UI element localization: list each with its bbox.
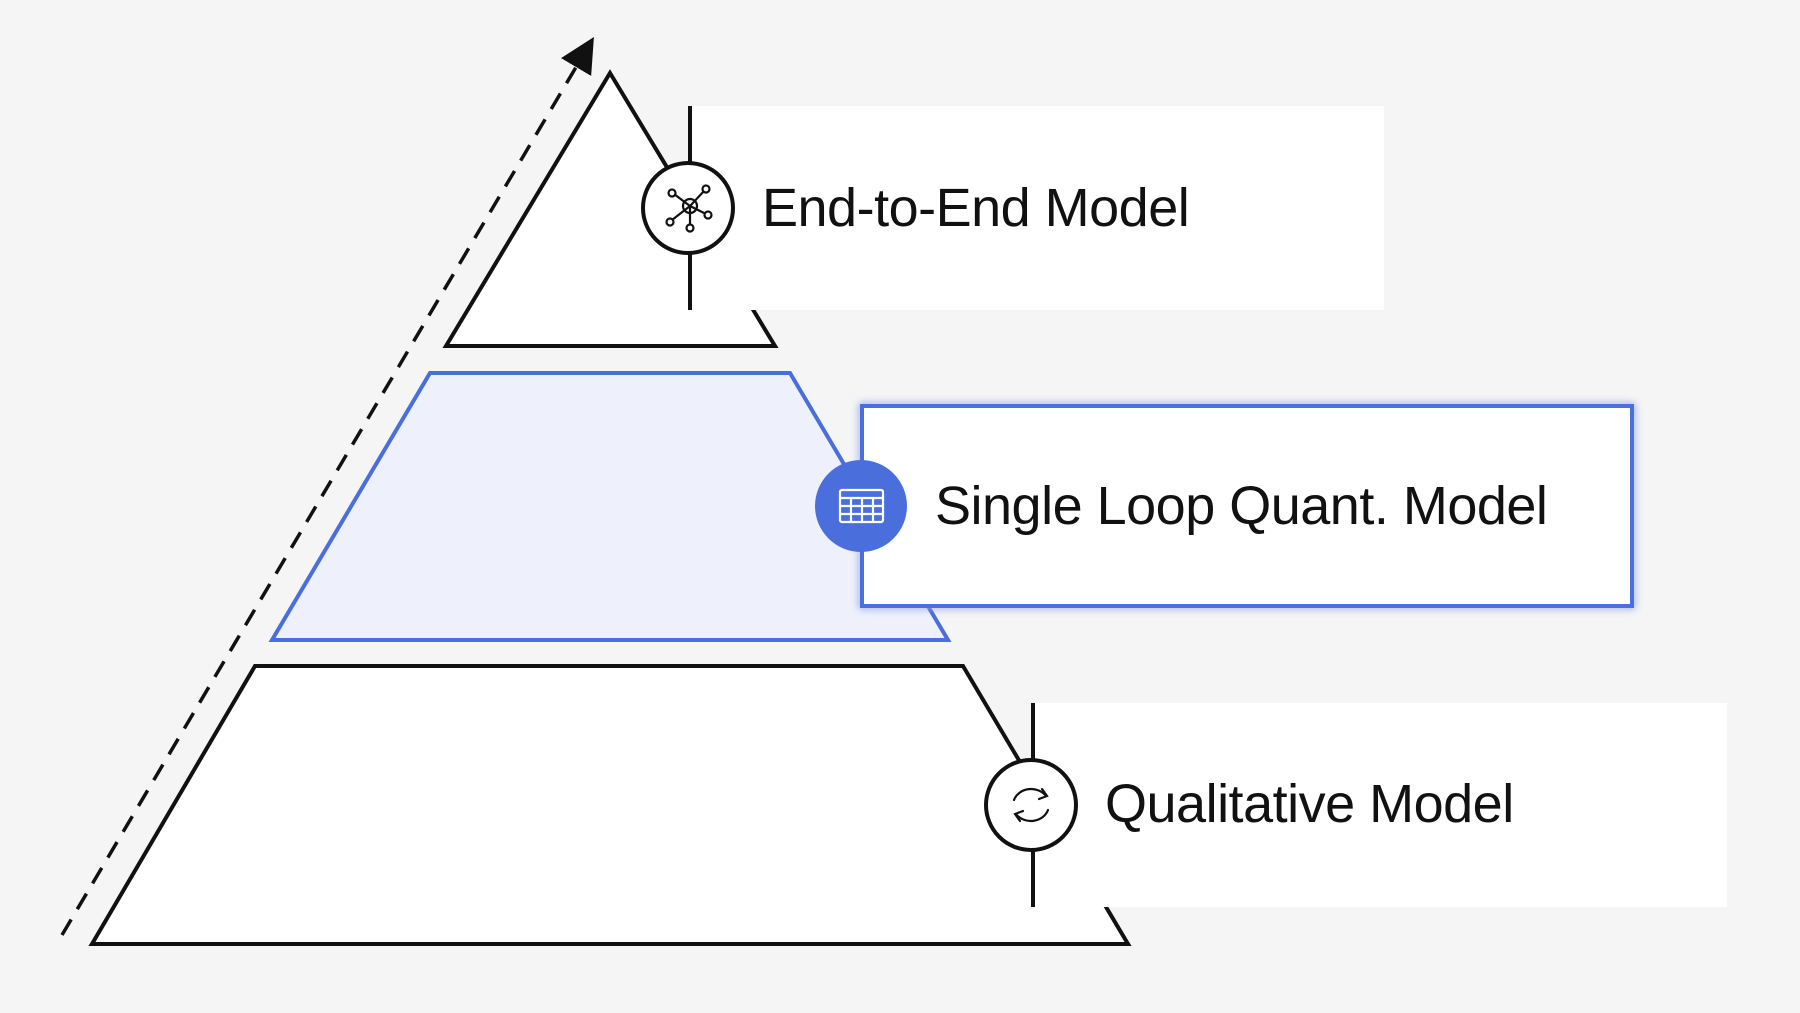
ascending-dashed-arrow (60, 36, 594, 936)
layer-card-top: End-to-End Model (641, 106, 1384, 310)
card-background (690, 106, 1384, 310)
cycle-arrows-icon (1012, 787, 1050, 823)
table-grid-icon (838, 488, 885, 524)
card-background (1033, 703, 1727, 907)
layer-card-bottom: Qualitative Model (984, 703, 1727, 907)
icon-badge (984, 758, 1078, 852)
layer-label-middle: Single Loop Quant. Model (935, 476, 1547, 536)
network-icon (665, 184, 713, 233)
pyramid-tier-middle (268, 371, 952, 642)
layer-label-top: End-to-End Model (762, 178, 1189, 238)
card-background (860, 404, 1634, 608)
layer-card-middle: Single Loop Quant. Model (815, 404, 1634, 608)
layer-label-bottom: Qualitative Model (1105, 774, 1514, 834)
pyramid-tier-bottom (88, 664, 1132, 946)
